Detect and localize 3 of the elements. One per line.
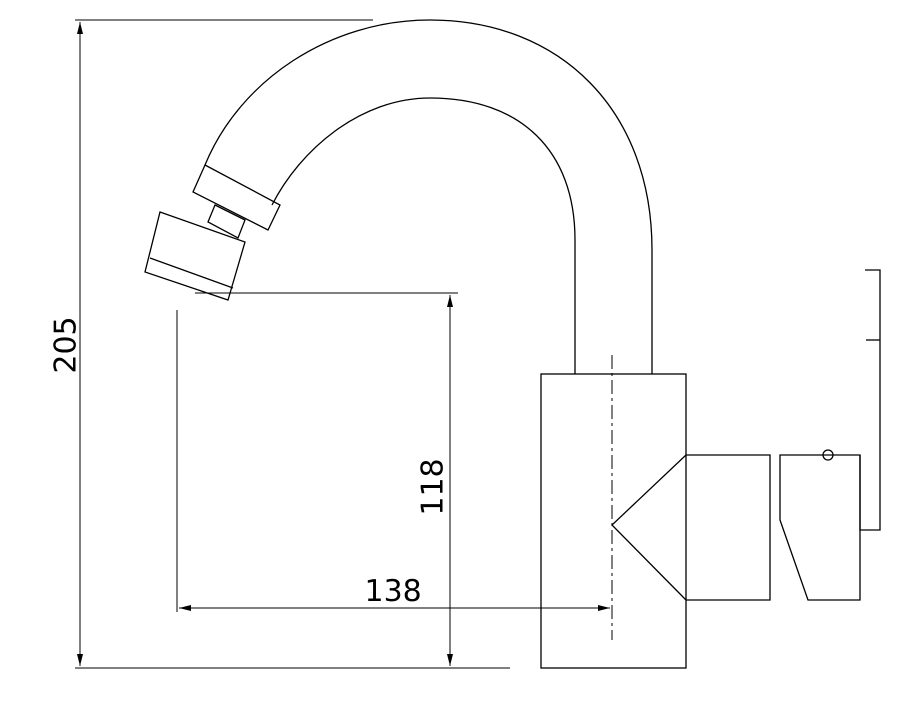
dimension-value: 138: [364, 577, 422, 607]
dimension-value: 118: [418, 458, 448, 516]
dimension-value: 205: [51, 316, 82, 374]
